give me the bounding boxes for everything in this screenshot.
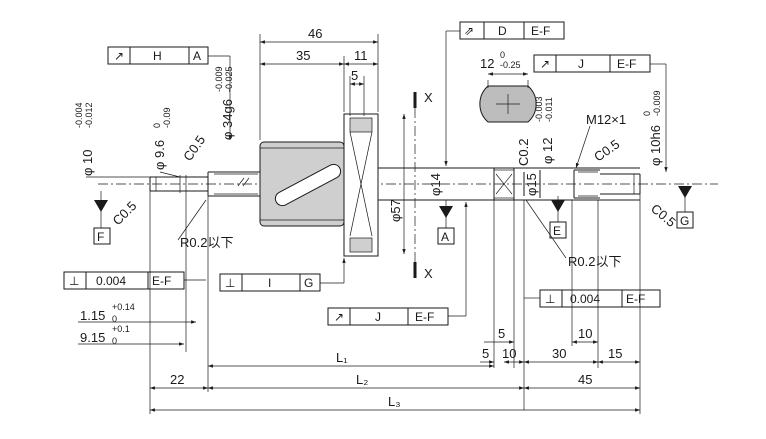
dim-22: 22 bbox=[170, 372, 184, 387]
svg-text:0: 0 bbox=[112, 314, 117, 324]
svg-text:A: A bbox=[441, 230, 449, 244]
svg-text:⊥: ⊥ bbox=[545, 292, 555, 306]
radius-note-left: R0.2以下 bbox=[180, 235, 233, 250]
svg-text:⇗: ⇗ bbox=[464, 24, 474, 38]
svg-text:↗: ↗ bbox=[334, 310, 344, 324]
dim-5-top: 5 bbox=[351, 68, 358, 83]
section-line-x: X X bbox=[413, 90, 433, 281]
svg-text:E: E bbox=[553, 224, 561, 238]
svg-text:-0.011: -0.011 bbox=[544, 97, 554, 122]
dim-10-low: 10 bbox=[502, 346, 516, 361]
svg-text:H: H bbox=[153, 49, 162, 63]
dim-1-15: 1.15 bbox=[80, 308, 105, 323]
dim-l2: L₂ bbox=[356, 372, 368, 387]
dia-10h6-label: φ 10h6 bbox=[648, 125, 663, 166]
svg-text:D: D bbox=[498, 24, 507, 38]
shaft bbox=[98, 167, 718, 201]
dia-57-label: φ57 bbox=[388, 199, 403, 222]
svg-text:-0.09: -0.09 bbox=[162, 107, 172, 128]
runout-frame-h: ↗ H A bbox=[107, 46, 209, 65]
svg-text:⊥: ⊥ bbox=[69, 274, 79, 288]
svg-text:-0.004: -0.004 bbox=[74, 102, 84, 128]
svg-text:-0.025: -0.025 bbox=[224, 66, 234, 92]
dim-35: 35 bbox=[296, 48, 310, 63]
datum-e: E bbox=[549, 196, 567, 239]
radius-note-right: R0.2以下 bbox=[568, 254, 621, 269]
dim-9-15: 9.15 bbox=[80, 330, 105, 345]
svg-text:E-F: E-F bbox=[617, 57, 636, 71]
svg-text:0: 0 bbox=[500, 50, 505, 60]
svg-text:↗: ↗ bbox=[114, 49, 124, 63]
dim-5-low: 5 bbox=[482, 346, 489, 361]
dia-14-label: φ14 bbox=[428, 173, 443, 196]
datum-f: F bbox=[93, 191, 111, 245]
dia-9-6-label: φ 9.6 bbox=[152, 140, 167, 170]
svg-text:-0.25: -0.25 bbox=[500, 60, 521, 70]
dim-l1: L₁ bbox=[336, 350, 348, 365]
svg-text:0: 0 bbox=[642, 111, 652, 116]
section-mark-bottom: X bbox=[424, 266, 433, 281]
svg-text:0.004: 0.004 bbox=[96, 274, 126, 288]
svg-text:⊥: ⊥ bbox=[225, 276, 235, 290]
dia-12-label: φ 12 bbox=[540, 137, 555, 164]
runout-frame-j-bottom: ↗ J E-F bbox=[327, 307, 449, 326]
dim-46: 46 bbox=[308, 26, 322, 41]
perp-frame-left: ⊥ 0.004 E-F bbox=[63, 271, 185, 290]
dim-5-mid: 5 bbox=[498, 326, 505, 341]
svg-text:0: 0 bbox=[112, 336, 117, 346]
svg-text:E-F: E-F bbox=[531, 24, 550, 38]
width-12-label: 12 bbox=[480, 56, 494, 71]
svg-text:G: G bbox=[304, 276, 313, 290]
dia-10-label: φ 10 bbox=[80, 149, 95, 176]
perp-frame-right: ⊥ 0.004 E-F bbox=[539, 289, 661, 308]
svg-text:-0.012: -0.012 bbox=[84, 102, 94, 128]
dim-15: 15 bbox=[608, 346, 622, 361]
dim-45: 45 bbox=[578, 372, 592, 387]
svg-text:J: J bbox=[578, 57, 584, 71]
ball-nut bbox=[259, 113, 379, 257]
perp-frame-i: ⊥ I G bbox=[219, 273, 321, 292]
svg-text:0.004: 0.004 bbox=[570, 292, 600, 306]
datum-g: G bbox=[676, 186, 694, 229]
chamfer-c0-5-a: C0.5 bbox=[180, 133, 208, 164]
top-dimensions: 46 35 11 5 bbox=[259, 26, 379, 140]
chamfer-c0-5-c: C0.5 bbox=[591, 136, 622, 164]
runout-frame-d: ⇗ D E-F bbox=[459, 21, 565, 40]
svg-text:+0.14: +0.14 bbox=[112, 302, 135, 312]
chamfer-c0-2: C0.2 bbox=[516, 139, 531, 166]
svg-text:↗: ↗ bbox=[540, 57, 550, 71]
dia-34g6-label: φ 34g6 bbox=[220, 99, 235, 140]
dim-30: 30 bbox=[552, 346, 566, 361]
svg-text:E-F: E-F bbox=[415, 310, 434, 324]
dim-10-right: 10 bbox=[578, 326, 592, 341]
datum-a: A bbox=[437, 200, 455, 245]
svg-text:J: J bbox=[375, 310, 381, 324]
svg-text:I: I bbox=[268, 276, 271, 290]
thread-m12-label: M12×1 bbox=[586, 112, 626, 127]
section-mark-top: X bbox=[424, 90, 433, 105]
svg-text:E-F: E-F bbox=[626, 292, 645, 306]
svg-text:E-F: E-F bbox=[152, 274, 171, 288]
section-view: 12 0 -0.25 bbox=[479, 50, 537, 123]
chamfer-c0-5-b: C0.5 bbox=[110, 198, 140, 228]
svg-text:+0.1: +0.1 bbox=[112, 324, 130, 334]
svg-text:0: 0 bbox=[152, 123, 162, 128]
dia-15-label: φ15 bbox=[524, 173, 539, 196]
svg-text:A: A bbox=[193, 49, 201, 63]
chamfer-c0-5-d: C0.5 bbox=[648, 201, 679, 230]
dim-l3: L₃ bbox=[388, 394, 401, 409]
svg-text:-0.009: -0.009 bbox=[652, 90, 662, 116]
dim-11: 11 bbox=[354, 48, 368, 63]
runout-frame-j-top: ↗ J E-F bbox=[533, 54, 651, 73]
svg-text:-0.003: -0.003 bbox=[534, 96, 544, 122]
svg-text:-0.009: -0.009 bbox=[214, 66, 224, 92]
svg-text:F: F bbox=[97, 230, 104, 244]
svg-text:G: G bbox=[680, 214, 689, 228]
